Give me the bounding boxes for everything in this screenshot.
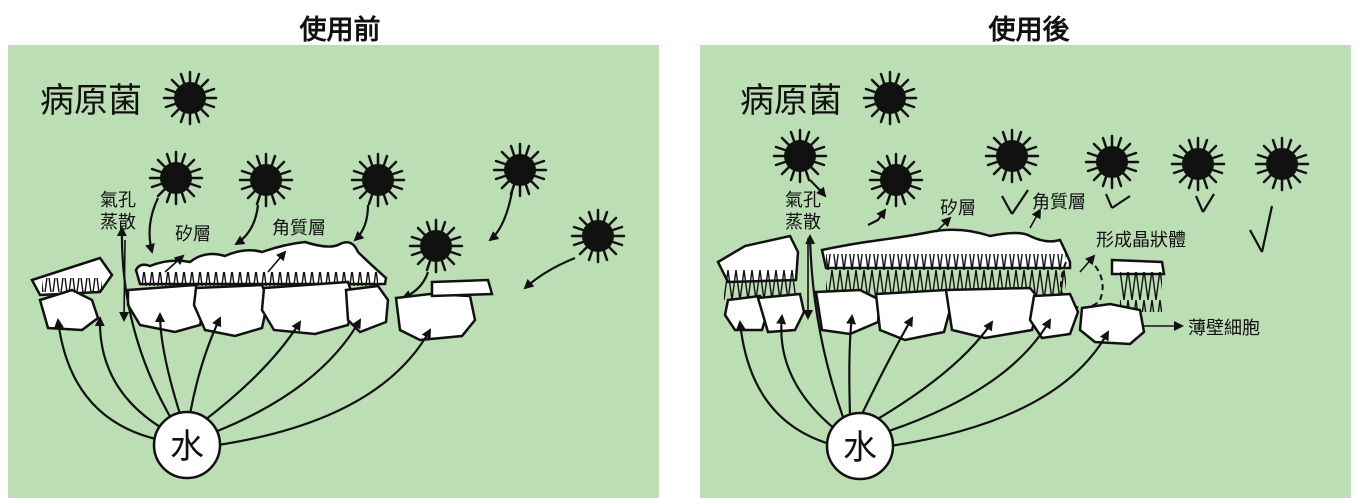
right-legend-pathogen-icon xyxy=(862,70,918,126)
right-cells xyxy=(723,286,1146,346)
right-pathogen-icon xyxy=(772,128,828,184)
left-pathogen-icon xyxy=(350,152,406,208)
left-pathogen-icon xyxy=(148,150,204,206)
left-pathogen-icon xyxy=(570,208,626,264)
right-water-label: 水 xyxy=(843,428,877,468)
right-pathogen-label: 病原菌 xyxy=(740,81,842,121)
left-legend-pathogen-icon xyxy=(162,70,218,126)
right-pathogen-icon xyxy=(868,152,924,208)
right-cuticle-label: 角質層 xyxy=(1032,192,1086,213)
right-diagram: 病原菌 xyxy=(716,70,1310,481)
right-water-circle xyxy=(825,411,895,481)
left-water-label: 水 xyxy=(170,427,204,467)
right-pathogen-icon xyxy=(1084,134,1140,190)
right-stomata-label-2: 蒸散 xyxy=(785,212,821,233)
left-stomata-label-1: 氣孔 xyxy=(100,190,136,211)
left-panel-title: 使用前 xyxy=(299,15,381,46)
left-cuticle-label: 角質層 xyxy=(272,218,326,239)
left-cells xyxy=(38,280,477,342)
left-pathogen-icon xyxy=(238,152,294,208)
left-pathogen-icon xyxy=(408,218,464,274)
left-diagram: 病原菌 xyxy=(30,70,626,480)
left-pathogen-icon xyxy=(492,142,548,198)
left-water-circle xyxy=(152,410,222,480)
right-pathogen-icon xyxy=(1170,136,1226,192)
right-crystal-label: 形成晶狀體 xyxy=(1096,230,1186,251)
left-silicon-label: 矽層 xyxy=(175,224,211,245)
right-thin-wall-label: 薄壁細胞 xyxy=(1188,318,1260,339)
right-silicon-label: 矽層 xyxy=(940,198,976,219)
right-stomata-label-1: 氣孔 xyxy=(785,190,821,211)
right-panel-title: 使用後 xyxy=(988,15,1070,46)
left-stomata-label-2: 蒸散 xyxy=(100,212,136,233)
right-pathogen-icon xyxy=(1254,136,1310,192)
left-pathogen-label: 病原菌 xyxy=(40,81,142,121)
right-pathogen-icon xyxy=(984,128,1040,184)
